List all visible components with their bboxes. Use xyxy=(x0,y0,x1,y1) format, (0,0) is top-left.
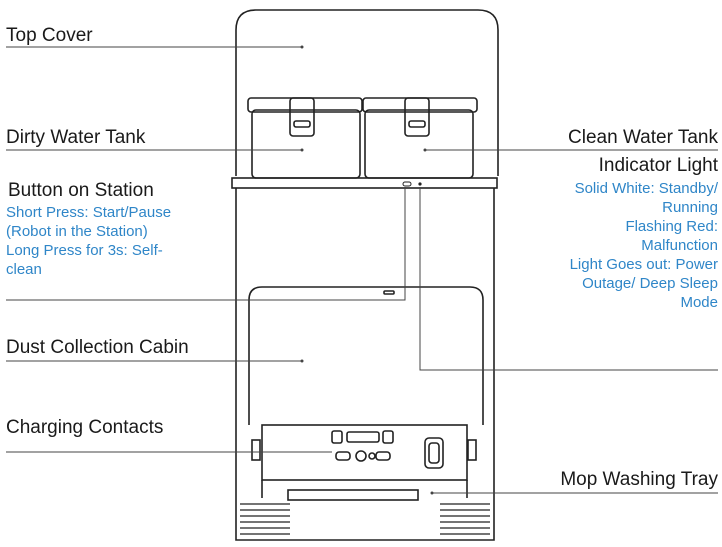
note-line: Mode xyxy=(680,294,718,311)
station-button-shape xyxy=(402,181,412,187)
label-indicator-light: Indicator Light xyxy=(598,155,718,176)
note-line: Running xyxy=(662,199,718,216)
vent-grilles xyxy=(240,503,490,535)
note-line: Solid White: Standby/ xyxy=(574,180,718,197)
label-mop-washing-tray: Mop Washing Tray xyxy=(560,469,718,490)
label-top-cover: Top Cover xyxy=(6,25,93,46)
note-line: Flashing Red: xyxy=(625,218,718,235)
label-charging-contacts: Charging Contacts xyxy=(6,417,164,438)
mop-tray-shape xyxy=(235,498,495,541)
label-clean-water-tank: Clean Water Tank xyxy=(568,127,718,148)
note-line: Outage/ Deep Sleep xyxy=(582,275,718,292)
note-line: Long Press for 3s: Self- xyxy=(6,242,163,259)
dust-cabin-shape xyxy=(248,286,484,318)
note-line: (Robot in the Station) xyxy=(6,223,148,240)
note-line: Short Press: Start/Pause xyxy=(6,204,172,221)
label-dirty-water-tank: Dirty Water Tank xyxy=(6,127,146,148)
indicator-light-dot xyxy=(418,182,422,186)
station-body xyxy=(231,9,499,541)
label-button-on-station: Button on Station xyxy=(8,180,154,201)
note-line: Light Goes out: Power xyxy=(569,256,718,273)
station-band xyxy=(231,177,498,189)
top-cover-shape xyxy=(235,9,499,176)
leader-lines xyxy=(6,46,718,494)
note-line: clean xyxy=(6,261,42,278)
button-notes: Short Press: Start/Pause (Robot in the St… xyxy=(6,203,171,279)
note-line: Malfunction xyxy=(641,237,718,254)
label-dust-collection-cabin: Dust Collection Cabin xyxy=(6,337,189,358)
